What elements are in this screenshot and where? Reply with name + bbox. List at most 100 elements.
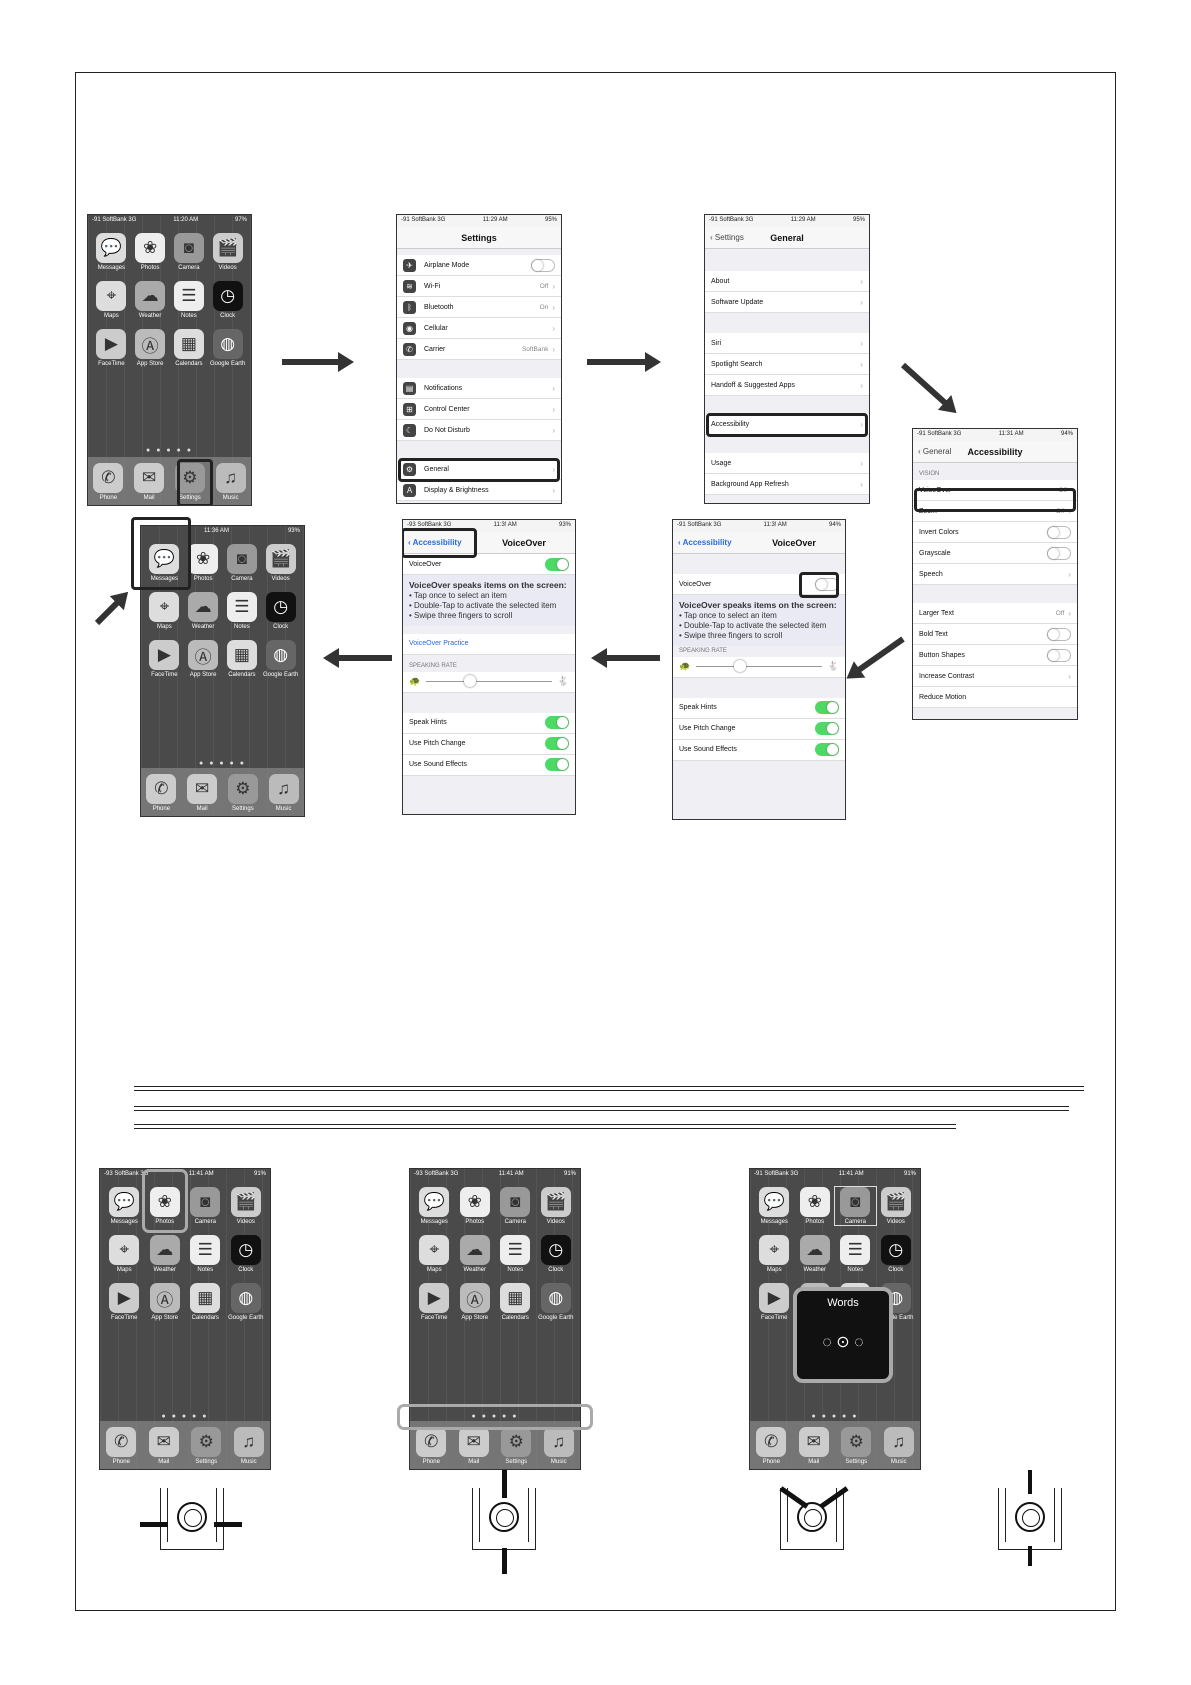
back-button[interactable]: ‹ Settings <box>710 233 744 242</box>
dock-music[interactable]: ♫Music <box>233 1427 264 1465</box>
speaking-rate-slider[interactable]: 🐢🐇 <box>403 671 575 693</box>
dock-phone[interactable]: ✆Phone <box>106 1427 137 1465</box>
sound-toggle[interactable] <box>815 743 839 757</box>
pitch-toggle[interactable] <box>545 737 569 751</box>
app-clock[interactable]: ◷Clock <box>536 1235 577 1273</box>
app-camera[interactable]: ◙Camera <box>223 544 262 582</box>
hints-toggle[interactable] <box>815 701 839 715</box>
row-notifications[interactable]: ▤Notifications› <box>397 378 561 399</box>
row-dnd[interactable]: ☾Do Not Disturb› <box>397 420 561 441</box>
dock-phone[interactable]: ✆Phone <box>416 1427 447 1465</box>
app-facetime[interactable]: ▶FaceTime <box>754 1283 795 1321</box>
dock-settings[interactable]: ⚙Settings <box>841 1427 872 1465</box>
row-general[interactable]: ⚙General› <box>397 459 561 480</box>
app-calendars[interactable]: ▦Calendars <box>495 1283 536 1321</box>
row-grayscale[interactable]: Grayscale <box>913 543 1077 564</box>
app-messages[interactable]: 💬Messages <box>92 233 131 271</box>
row-pitch[interactable]: Use Pitch Change <box>403 733 575 755</box>
row-airplane[interactable]: ✈Airplane Mode <box>397 255 561 276</box>
app-camera[interactable]: ◙Camera <box>170 233 209 271</box>
dock-phone[interactable]: ✆Phone <box>756 1427 787 1465</box>
dock-mail[interactable]: ✉Mail <box>187 774 218 812</box>
app-photos[interactable]: ❀Photos <box>795 1187 836 1225</box>
row-about[interactable]: About› <box>705 271 869 292</box>
app-clock[interactable]: ◷Clock <box>261 592 300 630</box>
app-facetime[interactable]: ▶FaceTime <box>104 1283 145 1321</box>
row-shapes[interactable]: Button Shapes <box>913 645 1077 666</box>
back-button[interactable]: ‹ General <box>918 447 951 456</box>
app-clock[interactable]: ◷Clock <box>876 1235 917 1273</box>
row-siri[interactable]: Siri› <box>705 333 869 354</box>
app-notes[interactable]: ☰Notes <box>223 592 262 630</box>
app-notes[interactable]: ☰Notes <box>835 1235 876 1273</box>
pitch-toggle[interactable] <box>815 722 839 736</box>
hints-toggle[interactable] <box>545 716 569 730</box>
rotor-overlay[interactable]: Words ◌ ⊙ ◌ <box>793 1287 893 1383</box>
row-spotlight[interactable]: Spotlight Search› <box>705 354 869 375</box>
row-speech[interactable]: Speech› <box>913 564 1077 585</box>
app-photos[interactable]: ❀Photos <box>145 1187 186 1225</box>
invert-toggle[interactable] <box>1047 525 1071 539</box>
row-handoff[interactable]: Handoff & Suggested Apps› <box>705 375 869 396</box>
app-google-earth[interactable]: ◍Google Earth <box>226 1283 267 1321</box>
app-maps[interactable]: ⌖Maps <box>92 281 131 319</box>
row-speak-hints[interactable]: Speak Hints <box>673 697 845 719</box>
row-bold[interactable]: Bold Text <box>913 624 1077 645</box>
app-notes[interactable]: ☰Notes <box>185 1235 226 1273</box>
app-facetime[interactable]: ▶FaceTime <box>414 1283 455 1321</box>
dock-music[interactable]: ♫Music <box>268 774 299 812</box>
dock-mail[interactable]: ✉Mail <box>148 1427 179 1465</box>
dock-music[interactable]: ♫Music <box>883 1427 914 1465</box>
row-voiceover-toggle[interactable]: VoiceOver <box>673 574 845 595</box>
app-messages[interactable]: 💬Messages <box>414 1187 455 1225</box>
app-calendars[interactable]: ▦Calendars <box>185 1283 226 1321</box>
row-motion[interactable]: Reduce Motion <box>913 687 1077 708</box>
slider-track[interactable] <box>426 675 552 688</box>
row-speak-hints[interactable]: Speak Hints <box>403 712 575 734</box>
app-calendars[interactable]: ▦Calendars <box>223 640 262 678</box>
app-photos[interactable]: ❀Photos <box>131 233 170 271</box>
grayscale-toggle[interactable] <box>1047 546 1071 560</box>
app-messages[interactable]: 💬Messages <box>145 544 184 582</box>
row-software-update[interactable]: Software Update› <box>705 292 869 313</box>
sound-toggle[interactable] <box>545 758 569 772</box>
slider-track[interactable] <box>696 660 822 673</box>
speaking-rate-slider[interactable]: 🐢🐇 <box>673 656 845 678</box>
app-google-earth[interactable]: ◍Google Earth <box>261 640 300 678</box>
app-maps[interactable]: ⌖Maps <box>414 1235 455 1273</box>
app-weather[interactable]: ☁Weather <box>795 1235 836 1273</box>
app-notes[interactable]: ☰Notes <box>170 281 209 319</box>
app-camera[interactable]: ◙Camera <box>495 1187 536 1225</box>
app-google-earth[interactable]: ◍Google Earth <box>536 1283 577 1321</box>
app-clock[interactable]: ◷Clock <box>208 281 247 319</box>
slider-thumb[interactable] <box>733 660 746 673</box>
app-videos[interactable]: 🎬Videos <box>226 1187 267 1225</box>
dock-settings[interactable]: ⚙Settings <box>501 1427 532 1465</box>
row-usage[interactable]: Usage› <box>705 453 869 474</box>
row-invert[interactable]: Invert Colors <box>913 522 1077 543</box>
app-photos[interactable]: ❀Photos <box>184 544 223 582</box>
dock-phone[interactable]: ✆Phone <box>146 774 177 812</box>
app-notes[interactable]: ☰Notes <box>495 1235 536 1273</box>
app-calendars[interactable]: ▦Calendars <box>170 329 209 367</box>
row-pitch[interactable]: Use Pitch Change <box>673 718 845 740</box>
slider-thumb[interactable] <box>463 675 476 688</box>
app-facetime[interactable]: ▶FaceTime <box>92 329 131 367</box>
app-google-earth[interactable]: ◍Google Earth <box>208 329 247 367</box>
app-maps[interactable]: ⌖Maps <box>104 1235 145 1273</box>
app-messages[interactable]: 💬Messages <box>104 1187 145 1225</box>
app-weather[interactable]: ☁Weather <box>145 1235 186 1273</box>
app-maps[interactable]: ⌖Maps <box>754 1235 795 1273</box>
bold-toggle[interactable] <box>1047 627 1071 641</box>
airplane-toggle[interactable] <box>531 258 555 272</box>
voiceover-toggle[interactable] <box>815 577 839 591</box>
app-videos[interactable]: 🎬Videos <box>261 544 300 582</box>
app-photos[interactable]: ❀Photos <box>455 1187 496 1225</box>
back-button[interactable]: ‹ Accessibility <box>678 538 732 547</box>
row-cellular[interactable]: ◉Cellular› <box>397 318 561 339</box>
